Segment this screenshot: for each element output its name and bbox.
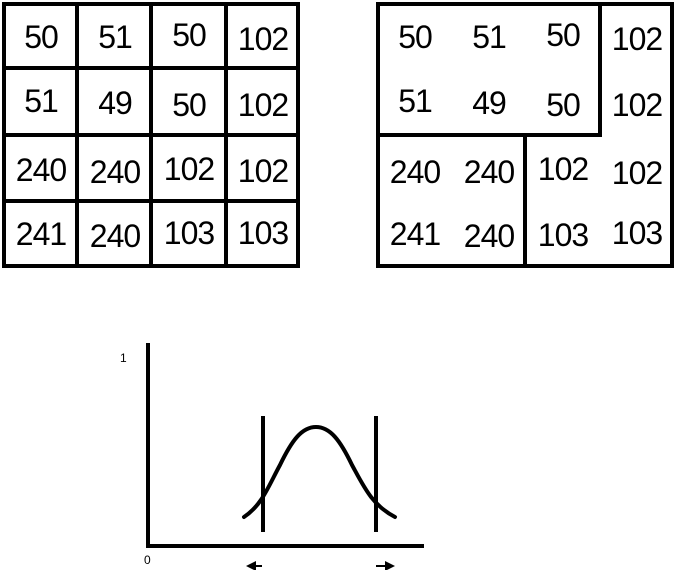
right-cell-r2c3: 102 — [611, 155, 663, 191]
right-cell-r1c0: 51 — [398, 83, 433, 119]
left-cell-r1c2: 50 — [172, 87, 207, 123]
left-cell-r3c3: 103 — [237, 215, 289, 251]
left-cell-r0c1: 51 — [98, 19, 133, 55]
right-cell-r0c3: 102 — [611, 21, 663, 57]
bell-curve-line — [242, 424, 397, 519]
right-cell-r0c0: 50 — [398, 19, 433, 55]
left-cell-r2c1: 240 — [89, 154, 141, 190]
right-cell-r2c2: 102 — [537, 151, 589, 187]
left-arrow-icon — [246, 561, 262, 571]
left-grid-lines — [2, 2, 300, 268]
left-cell-r0c3: 102 — [237, 21, 289, 57]
right-cell-r3c3: 103 — [611, 215, 663, 251]
left-cell-r0c0: 50 — [24, 19, 59, 55]
right-cell-r1c1: 49 — [472, 85, 507, 121]
right-arrow-icon — [376, 561, 395, 571]
left-cell-r1c3: 102 — [237, 87, 289, 123]
right-cell-r3c2: 103 — [537, 217, 589, 253]
left-cell-r3c2: 103 — [163, 215, 215, 251]
right-segmented-grid: 50 51 50 102 51 49 50 102 240 240 102 10… — [376, 2, 674, 268]
right-cell-r2c1: 240 — [463, 154, 515, 190]
right-cell-r0c2: 50 — [546, 17, 581, 53]
bell-curve-plot: 1 0 — [108, 335, 438, 571]
left-cell-r1c1: 49 — [98, 85, 133, 121]
left-cell-r0c2: 50 — [172, 17, 207, 53]
right-cell-r1c3: 102 — [611, 87, 663, 123]
bell-curve-svg: 1 0 — [120, 343, 424, 571]
left-cell-r3c0: 241 — [15, 216, 67, 252]
left-cell-r1c0: 51 — [24, 83, 59, 119]
left-cell-r3c1: 240 — [89, 218, 141, 254]
left-cell-r2c2: 102 — [163, 151, 215, 187]
y-axis-top-label: 1 — [120, 351, 127, 365]
left-pixel-grid: 50 51 50 102 51 49 50 102 240 240 102 10… — [2, 2, 300, 268]
right-cell-r2c0: 240 — [389, 154, 441, 190]
left-cell-r2c3: 102 — [237, 153, 289, 189]
y-axis-bottom-label: 0 — [144, 553, 151, 567]
right-cell-r0c1: 51 — [472, 19, 507, 55]
right-cell-r3c1: 240 — [463, 218, 515, 254]
right-cell-r1c2: 50 — [546, 87, 581, 123]
left-cell-r2c0: 240 — [15, 152, 67, 188]
right-grid-region-lines — [376, 2, 674, 268]
right-cell-r3c0: 241 — [389, 216, 441, 252]
